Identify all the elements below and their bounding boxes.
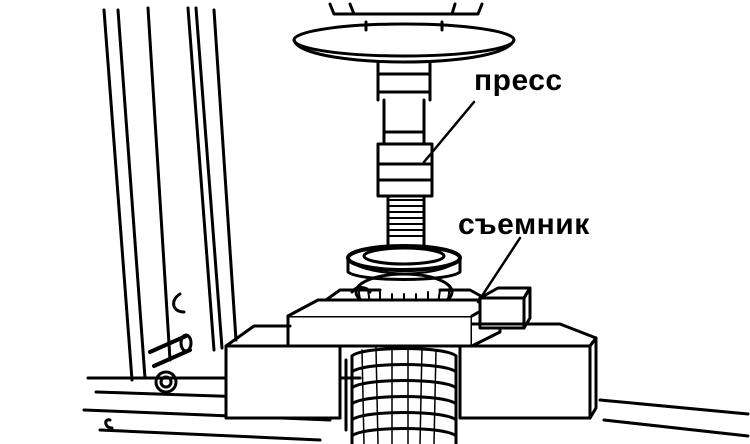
press-label: пресс — [474, 64, 563, 97]
puller-label: съемник — [458, 208, 590, 241]
puller-ring — [346, 244, 462, 312]
leader-lines — [422, 100, 522, 304]
support-blocks — [224, 322, 598, 432]
press-spindle — [376, 60, 434, 250]
handwheel — [292, 2, 516, 64]
press-frame — [82, 6, 750, 442]
puller-crossbar — [286, 286, 532, 348]
lower-gear — [350, 345, 458, 444]
